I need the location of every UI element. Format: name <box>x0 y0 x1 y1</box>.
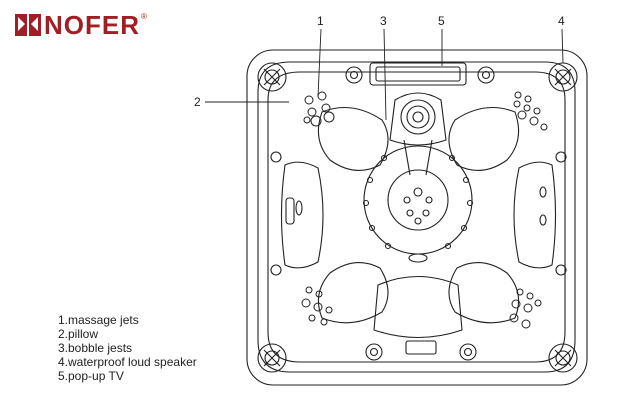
callout-1: 1 <box>317 14 324 28</box>
callout-5: 5 <box>438 14 445 28</box>
seat-right <box>513 161 557 269</box>
legend-item: 4.waterproof loud speaker <box>58 355 197 369</box>
brand-name: NOFER <box>44 10 140 40</box>
leader-4 <box>561 28 564 64</box>
seat-bottom-left <box>317 262 389 324</box>
speaker-top-left <box>257 62 287 92</box>
popup-tv <box>369 62 467 86</box>
legend-item: 5.pop-up TV <box>58 369 124 383</box>
brand-logo: NOFER ® <box>14 12 147 38</box>
footwell <box>363 145 473 255</box>
spa-outer-shell <box>246 49 588 386</box>
registered-mark: ® <box>141 12 147 21</box>
pillow-center-jet <box>400 99 436 135</box>
leader-1 <box>317 28 322 98</box>
callout-2: 2 <box>194 95 201 109</box>
seat-top-right <box>448 107 520 171</box>
legend-item: 1.massage jets <box>58 313 139 327</box>
seat-left <box>280 161 324 269</box>
callout-4: 4 <box>558 14 565 28</box>
callout-3: 3 <box>380 14 387 28</box>
speaker-bottom-right <box>548 343 578 373</box>
legend-item: 3.bobble jests <box>58 341 133 355</box>
speaker-bottom-left <box>257 343 287 373</box>
seat-bottom-right <box>448 262 520 324</box>
legend: 1.massage jets 2.pillow 3.bobble jests 4… <box>58 313 197 383</box>
logo-mark-icon <box>15 14 41 36</box>
legend-item: 2.pillow <box>58 327 99 341</box>
leader-3 <box>383 28 387 121</box>
spa-inner-shell <box>257 61 576 373</box>
seat-top-left <box>317 107 389 171</box>
entry-step <box>373 275 463 339</box>
